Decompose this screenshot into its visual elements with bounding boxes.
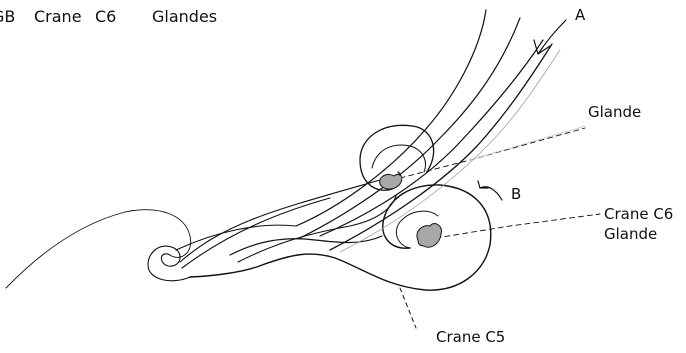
leader-crane-c6 — [435, 213, 601, 239]
strand-a-5-thin — [339, 49, 561, 253]
upper-strand-1 — [181, 197, 331, 269]
header-crane: Crane — [34, 7, 82, 26]
gland-lower — [416, 223, 443, 248]
upper-loop-inner — [371, 144, 426, 173]
label-a: A — [575, 6, 586, 24]
arrow-a-shaft — [537, 19, 567, 55]
strand-a-3 — [319, 39, 544, 237]
header-c6: C6 — [95, 7, 117, 26]
label-crane-c6: Crane C6 — [604, 205, 674, 223]
upper-strand-3 — [175, 224, 297, 251]
strand-a-2 — [299, 17, 521, 239]
ventral-s-curve — [229, 235, 383, 256]
strand-a-1 — [295, 9, 487, 227]
arrow-b-head — [477, 180, 489, 189]
label-b: B — [511, 185, 522, 203]
left-spiral — [147, 245, 191, 282]
arrow-b-shaft — [479, 186, 503, 201]
upper-strand-2 — [179, 179, 381, 263]
label-crane-c5: Crane C5 — [436, 328, 506, 346]
leader-crane-c5 — [399, 287, 417, 329]
guide-line — [469, 125, 586, 161]
ventral-s-curve-2 — [237, 195, 397, 263]
header-glandes: Glandes — [152, 7, 218, 26]
label-glande: Glande — [588, 103, 642, 121]
left-thin-strand — [5, 209, 192, 289]
arrow-a-head — [533, 39, 551, 55]
lower-loop-inner — [395, 210, 439, 249]
label-crane-c6-glande: Glande — [604, 225, 658, 243]
strand-a-4 — [329, 43, 553, 251]
lower-body-strand — [189, 184, 492, 291]
header-gb: GB — [0, 7, 16, 26]
gland-upper — [379, 173, 403, 190]
